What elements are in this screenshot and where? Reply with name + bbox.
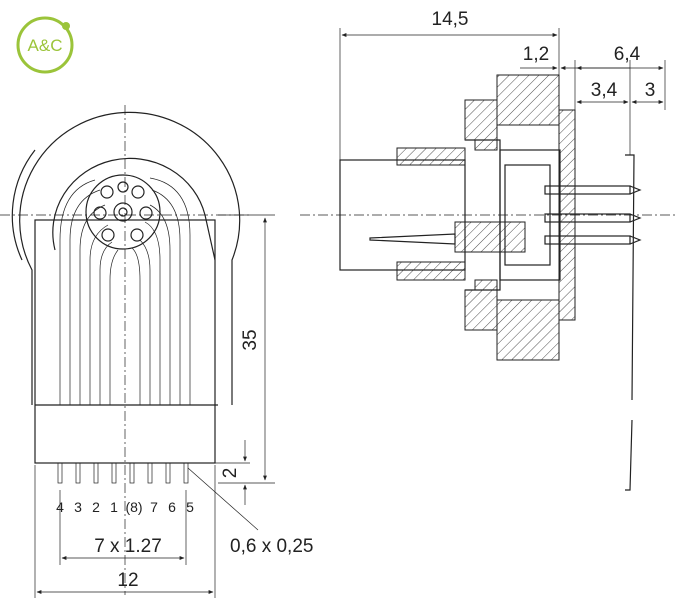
side-view: 14,5 1,2 6,4 3,4 3 xyxy=(300,9,675,491)
dim-height: 35 xyxy=(240,329,261,350)
dim-pin-end: 2 xyxy=(220,468,241,479)
dim-pin-a: 3,4 xyxy=(591,80,618,101)
dim-pin-total: 6,4 xyxy=(614,44,641,65)
logo-text: A&C xyxy=(28,36,63,55)
dim-pin-section: 0,6 x 0,25 xyxy=(230,536,313,557)
dim-overall-depth: 14,5 xyxy=(432,9,469,30)
pin-tails xyxy=(57,462,189,484)
logo: A&C xyxy=(16,16,74,74)
dim-pitch: 7 x 1.27 xyxy=(94,536,162,557)
pin-label: (8) xyxy=(125,499,142,515)
pin-label: 2 xyxy=(92,499,100,515)
pin-labels: 4 3 2 1 (8) 7 6 5 xyxy=(56,499,194,515)
dim-pin-b: 3 xyxy=(645,80,656,101)
front-view: 4 3 2 1 (8) 7 6 5 35 2 0,6 x 0,25 7 x 1.… xyxy=(0,105,313,598)
pin-label: 5 xyxy=(186,499,194,515)
dim-width: 12 xyxy=(117,570,138,591)
dim-flange: 1,2 xyxy=(523,44,549,65)
pin-label: 7 xyxy=(150,499,158,515)
pin-label: 6 xyxy=(168,499,176,515)
pin-label: 3 xyxy=(74,499,82,515)
pin-label: 1 xyxy=(110,499,118,515)
